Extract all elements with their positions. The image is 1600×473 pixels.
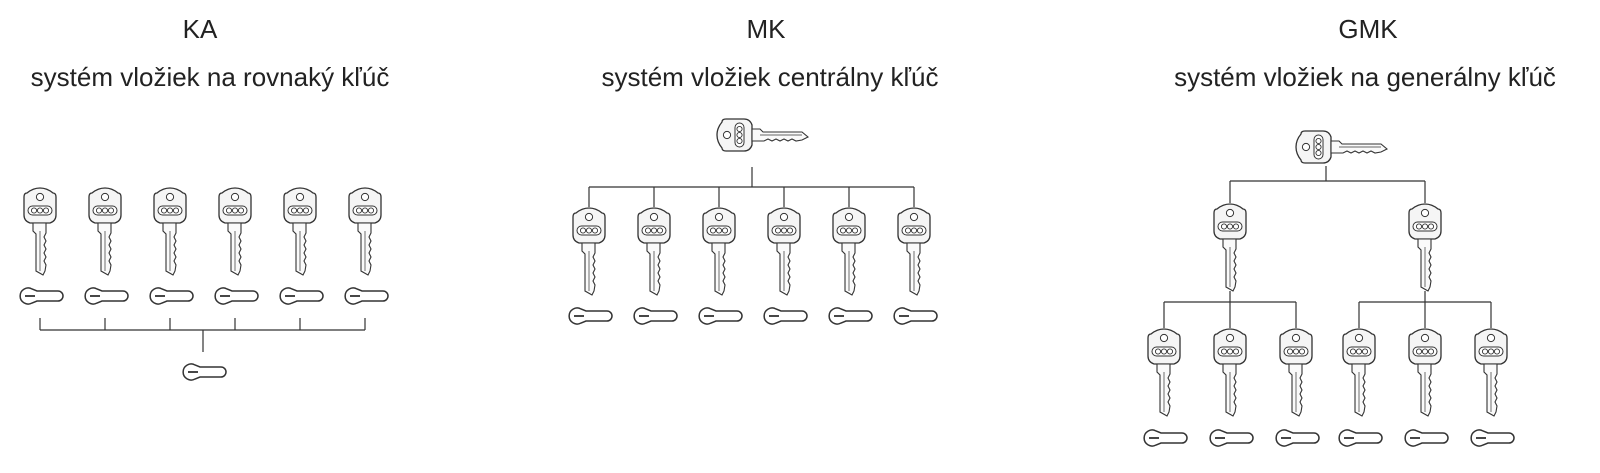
key-icon xyxy=(832,207,866,296)
key-icon xyxy=(1408,203,1442,292)
lock-cylinder-icon xyxy=(19,287,64,305)
lock-cylinder-icon xyxy=(182,363,227,381)
lock-cylinder-icon xyxy=(214,287,259,305)
key-icon xyxy=(1279,328,1313,417)
lock-cylinder-icon xyxy=(84,287,129,305)
key-icon xyxy=(1295,130,1388,164)
key-icon xyxy=(88,187,122,276)
lock-cylinder-icon xyxy=(763,307,808,325)
key-icon xyxy=(23,187,57,276)
lock-cylinder-icon xyxy=(828,307,873,325)
key-icon xyxy=(572,207,606,296)
lock-cylinder-icon xyxy=(1209,429,1254,447)
key-icon xyxy=(716,118,809,152)
gmk-subtitle: systém vložiek na generálny kľúč xyxy=(1174,62,1556,92)
ka-subtitle: systém vložiek na rovnaký kľúč xyxy=(30,62,390,92)
lock-cylinder-icon xyxy=(633,307,678,325)
key-icon xyxy=(283,187,317,276)
ka-title: KA xyxy=(182,14,218,44)
key-icon xyxy=(637,207,671,296)
lock-cylinder-icon xyxy=(1470,429,1515,447)
key-icon xyxy=(1213,328,1247,417)
mk-title: MK xyxy=(746,14,786,44)
key-icon xyxy=(1408,328,1442,417)
lock-cylinder-icon xyxy=(344,287,389,305)
lock-cylinder-icon xyxy=(1404,429,1449,447)
key-icon xyxy=(218,187,252,276)
lock-cylinder-icon xyxy=(698,307,743,325)
mk-subtitle: systém vložiek centrálny kľúč xyxy=(601,62,939,92)
key-icon xyxy=(153,187,187,276)
key-icon xyxy=(1213,203,1247,292)
lock-cylinder-icon xyxy=(149,287,194,305)
key-icon xyxy=(897,207,931,296)
key-icon xyxy=(1474,328,1508,417)
key-icon xyxy=(348,187,382,276)
lock-cylinder-icon xyxy=(1143,429,1188,447)
key-icon xyxy=(767,207,801,296)
key-icon xyxy=(1342,328,1376,417)
lock-cylinder-icon xyxy=(893,307,938,325)
lock-cylinder-icon xyxy=(1338,429,1383,447)
key-icon xyxy=(702,207,736,296)
lock-cylinder-icon xyxy=(568,307,613,325)
key-icon xyxy=(1147,328,1181,417)
lock-cylinder-icon xyxy=(1275,429,1320,447)
gmk-title: GMK xyxy=(1338,14,1398,44)
lock-cylinder-icon xyxy=(279,287,324,305)
